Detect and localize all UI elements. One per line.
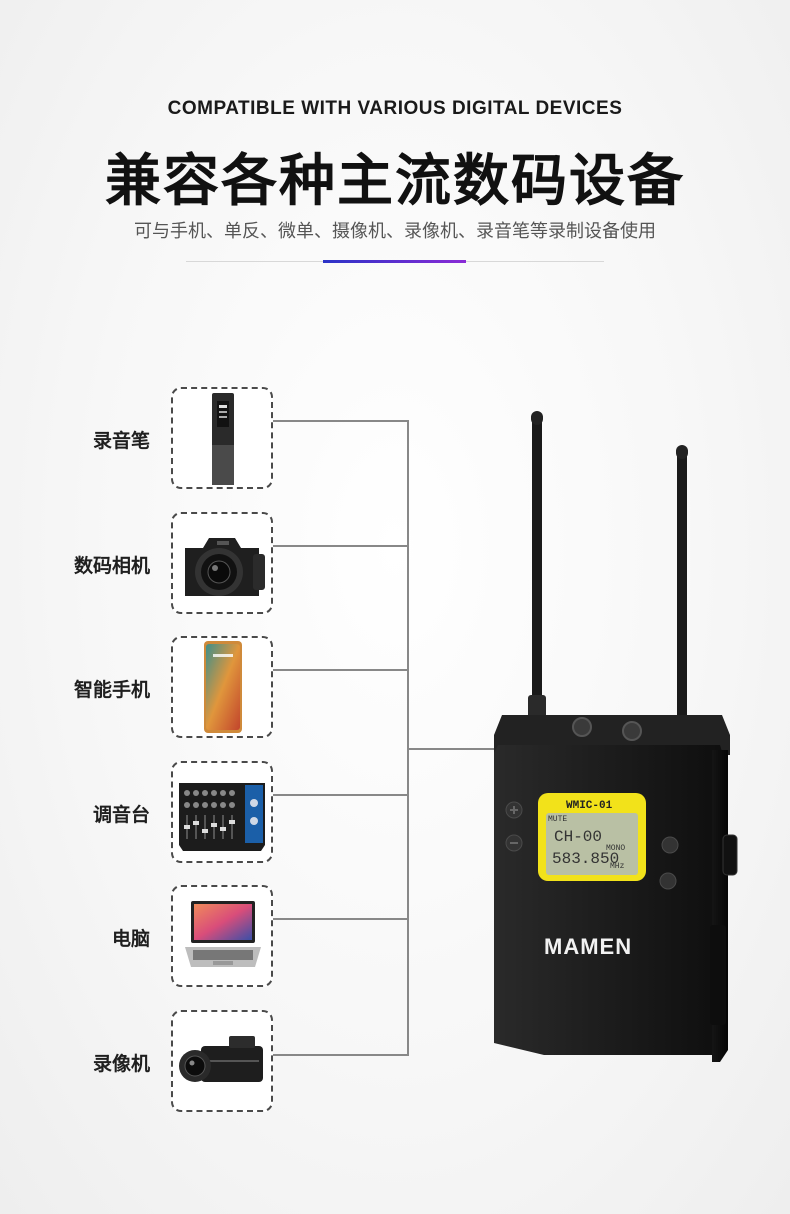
connector-3 — [273, 669, 409, 671]
connector-6 — [273, 1054, 409, 1056]
device-card-mixer — [171, 761, 273, 863]
subtitle-en: COMPATIBLE WITH VARIOUS DIGITAL DEVICES — [167, 98, 623, 119]
camcorder-icon — [179, 1036, 263, 1082]
lcd-mode: MONO — [606, 844, 626, 853]
lcd-channel: CH-00 — [554, 828, 603, 846]
receiver-model: WMIC-01 — [566, 800, 613, 812]
right-antenna — [673, 445, 691, 755]
connector-5 — [273, 918, 409, 920]
device-label-laptop: 电脑 — [111, 928, 150, 950]
camera-icon — [185, 538, 265, 596]
device-card-smartphone — [171, 636, 273, 738]
smartphone-icon — [204, 641, 242, 733]
device-label-voice-recorder: 录音笔 — [92, 430, 150, 452]
page-title: 兼容各种主流数码设备 — [105, 149, 685, 214]
device-label-smartphone: 智能手机 — [73, 679, 150, 701]
connector-2 — [273, 545, 409, 547]
lcd-mute: MUTE — [548, 815, 568, 824]
wireless-receiver — [494, 411, 738, 1062]
device-card-camera — [171, 512, 273, 614]
lcd-frequency: 583.850 — [552, 850, 620, 868]
device-label-mixer: 调音台 — [92, 804, 150, 826]
voice-recorder-icon — [212, 393, 234, 485]
device-label-camcorder: 录像机 — [92, 1053, 150, 1075]
divider-accent — [323, 260, 466, 263]
description: 可与手机、单反、微单、摄像机、录像机、录音笔等录制设备使用 — [134, 221, 656, 242]
device-card-laptop — [171, 885, 273, 987]
left-antenna — [528, 411, 546, 723]
laptop-icon — [185, 901, 261, 967]
connector-vertical — [407, 420, 409, 1056]
mixer-icon — [179, 783, 265, 851]
device-card-camcorder — [171, 1010, 273, 1112]
connector-to-receiver — [407, 748, 502, 750]
connector-1 — [273, 420, 409, 422]
device-label-camera: 数码相机 — [73, 555, 150, 577]
lcd-unit: MHz — [610, 862, 625, 871]
receiver-brand: MAMEN — [544, 934, 633, 959]
device-card-voice-recorder — [171, 387, 273, 489]
connector-4 — [273, 794, 409, 796]
